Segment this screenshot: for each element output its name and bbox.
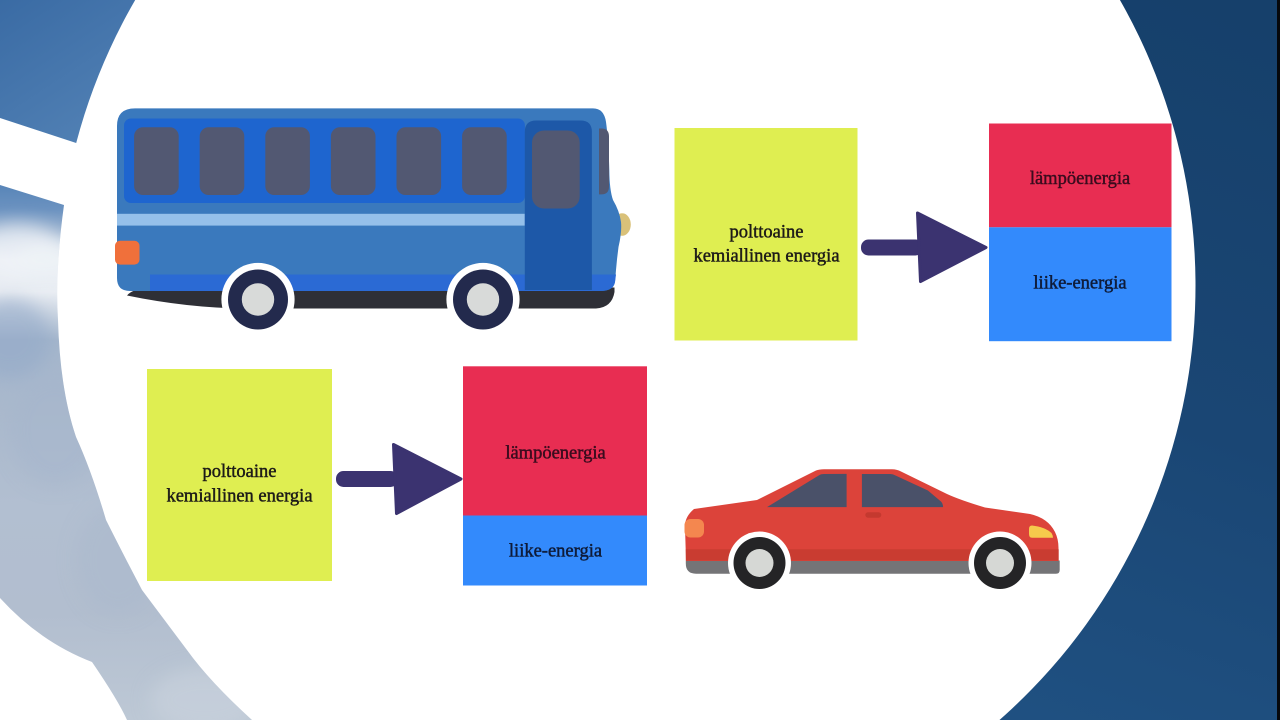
svg-text:liike-energia: liike-energia [1033,274,1126,294]
svg-text:lämpöenergia: lämpöenergia [1030,169,1130,189]
svg-text:kemiallinen energia: kemiallinen energia [693,247,839,267]
svg-text:lämpöenergia: lämpöenergia [505,443,605,463]
svg-text:kemiallinen energia: kemiallinen energia [166,487,312,507]
svg-text:liike-energia: liike-energia [509,541,602,561]
svg-text:polttoaine: polttoaine [730,223,804,243]
svg-text:polttoaine: polttoaine [203,462,277,482]
